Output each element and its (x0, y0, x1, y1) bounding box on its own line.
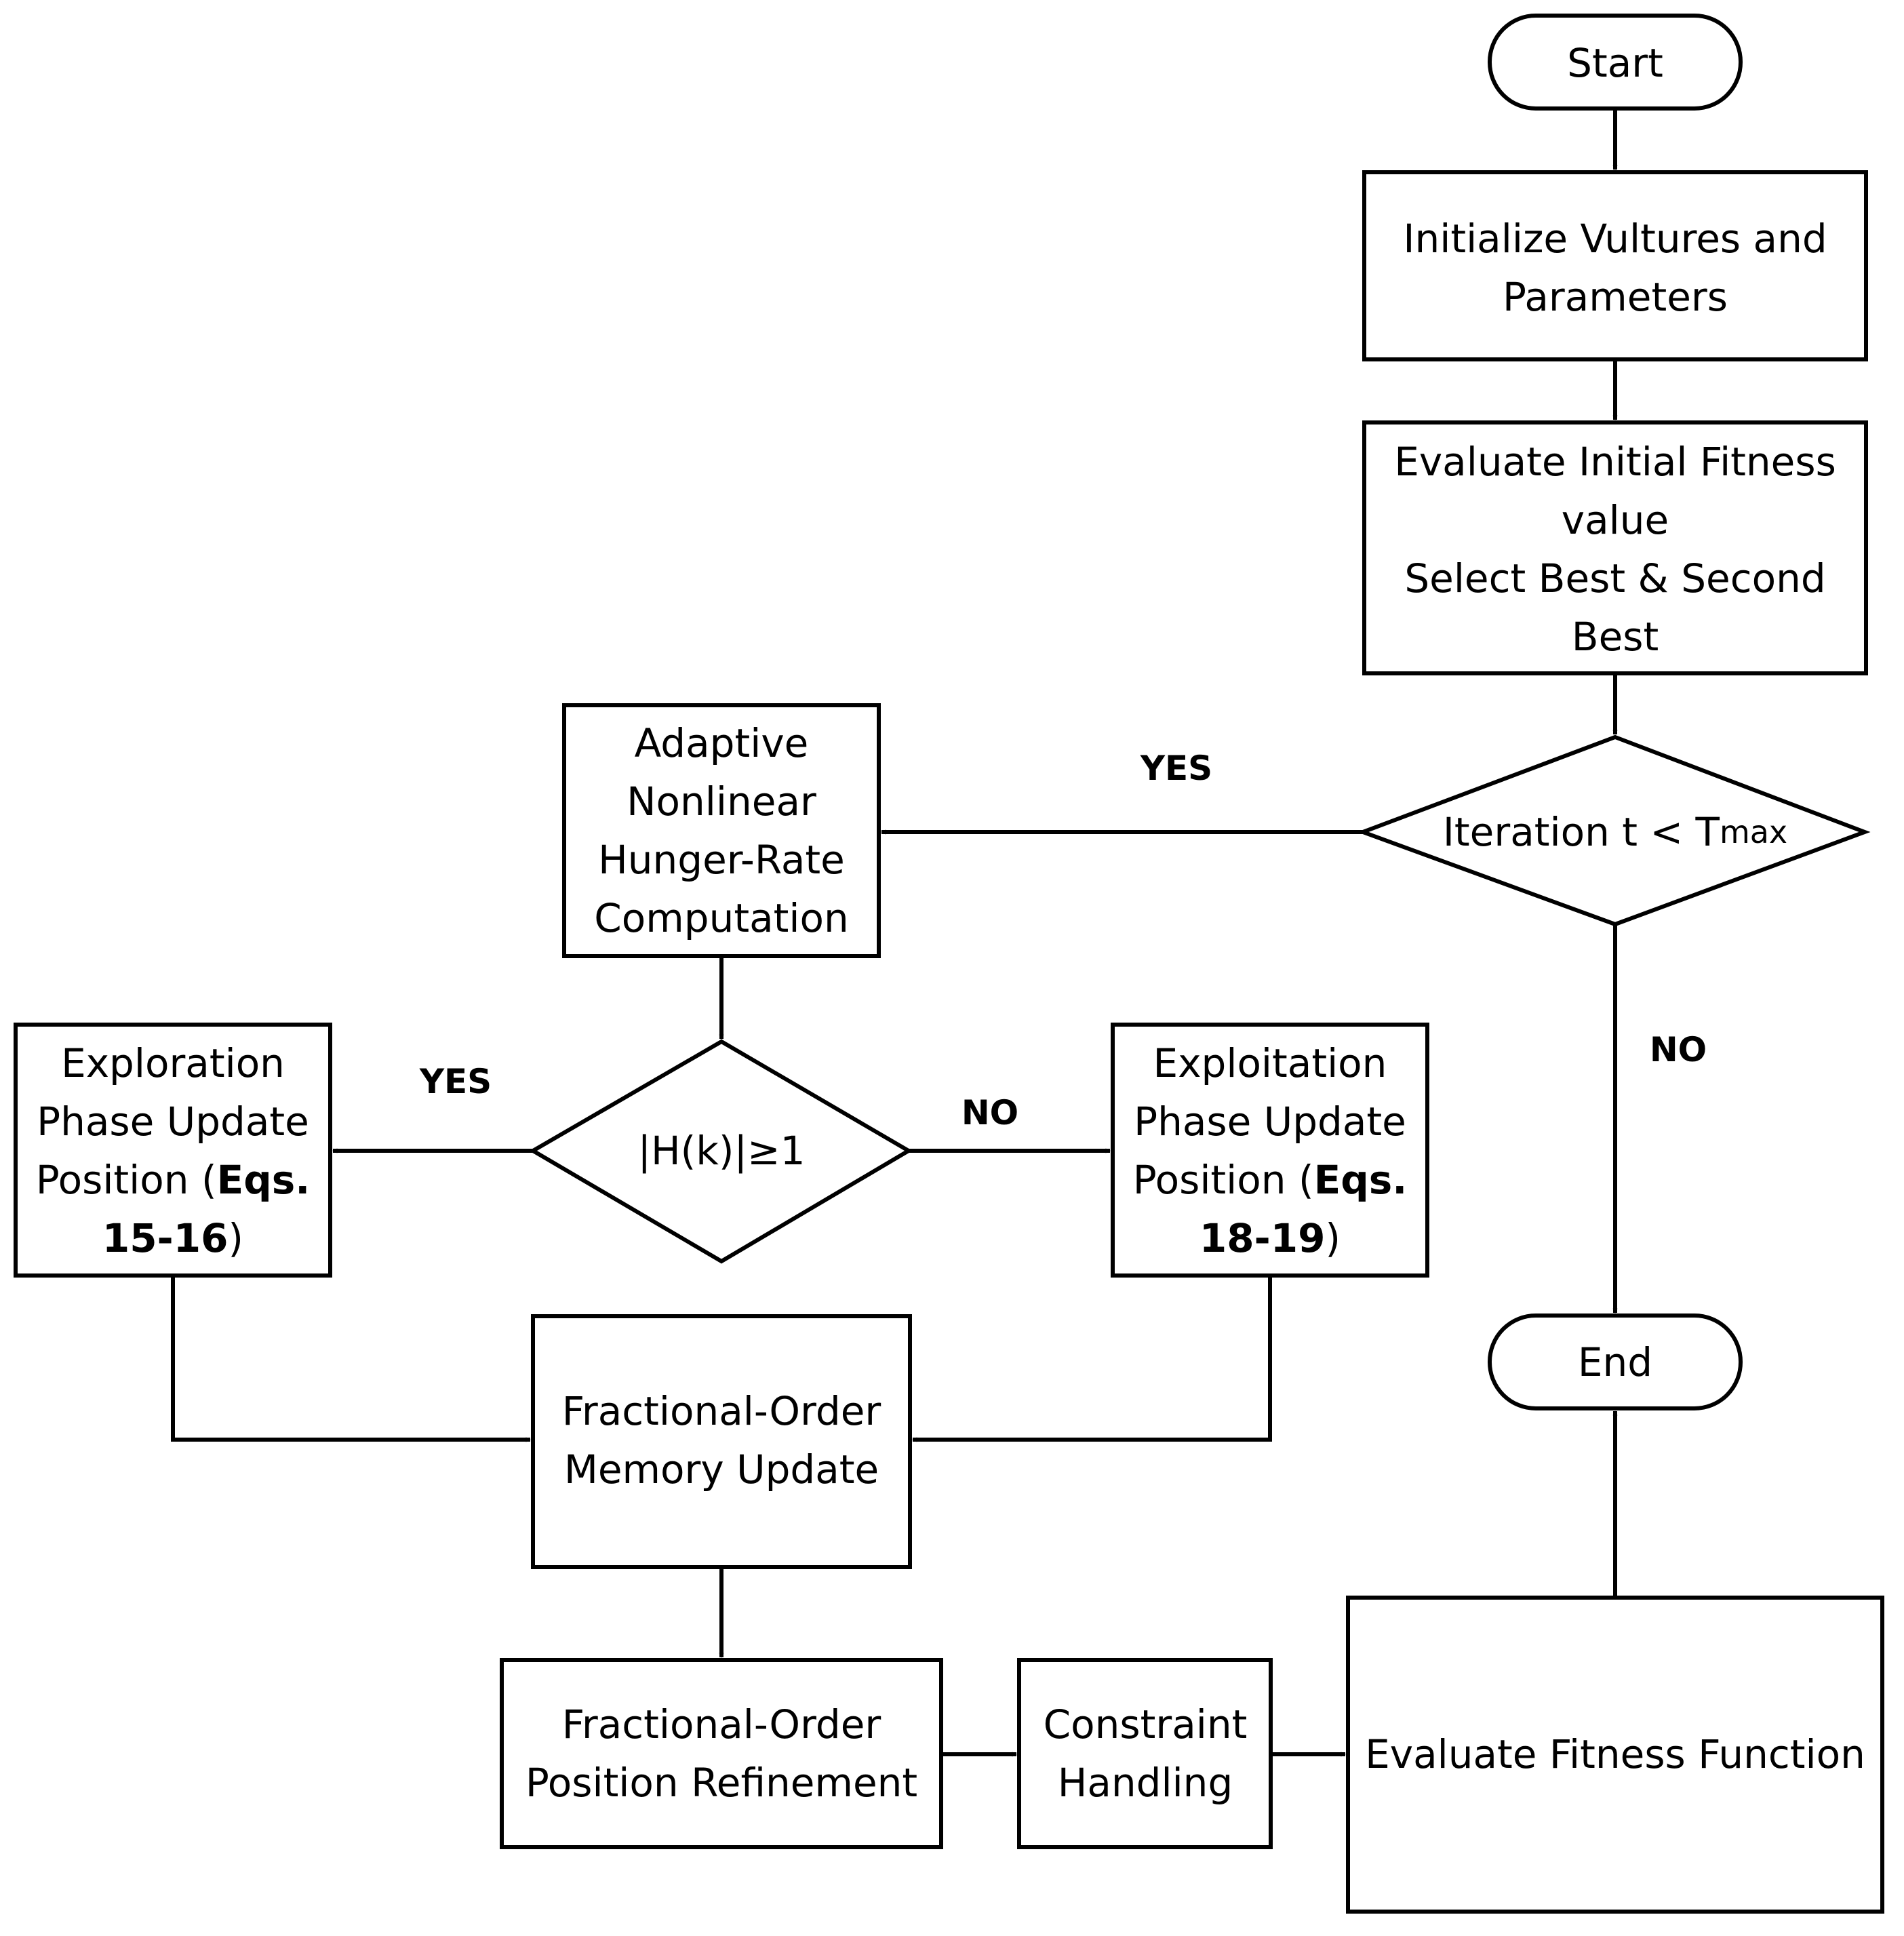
exploration-line2: Phase Update (37, 1099, 309, 1145)
h-decision-label: |H(k)|≥1 (637, 1128, 805, 1174)
evaluate-fitness-label: Evaluate Fitness Function (1365, 1731, 1865, 1777)
exploitation-line3: Position (Eqs. (1133, 1157, 1408, 1203)
initialize-label-line2: Parameters (1503, 274, 1728, 320)
initialize-label-line1: Initialize Vultures and (1403, 216, 1827, 262)
exploration-line3: Position (Eqs. (36, 1157, 311, 1203)
constraint-handling-box: Constraint Handling (1017, 1658, 1273, 1849)
start-label: Start (1567, 40, 1663, 86)
arrow-exploitation-to-memory (912, 1276, 1272, 1442)
hunger-rate-line3: Hunger-Rate (598, 837, 845, 883)
arrow-exploration-to-memory (171, 1276, 531, 1442)
iteration-yes-label: YES (1140, 749, 1212, 788)
evaluate-fitness-box: Evaluate Fitness Function (1346, 1596, 1884, 1914)
exploitation-box: Exploitation Phase Update Position (Eqs.… (1111, 1023, 1429, 1278)
exploitation-line1: Exploitation (1153, 1040, 1387, 1086)
exploration-line1: Exploration (61, 1040, 285, 1086)
h-yes-label: YES (419, 1062, 492, 1101)
position-refinement-box: Fractional-Order Position Refinement (500, 1658, 943, 1849)
hunger-rate-box: Adaptive Nonlinear Hunger-Rate Computati… (562, 703, 881, 958)
hunger-rate-line2: Nonlinear (627, 778, 816, 825)
start-terminal: Start (1488, 14, 1743, 111)
end-terminal: End (1488, 1313, 1743, 1410)
end-label: End (1578, 1339, 1652, 1385)
iteration-decision: Iteration t < Tmax (1357, 734, 1871, 927)
evaluate-initial-line2: value (1562, 497, 1669, 543)
memory-update-line1: Fractional-Order (562, 1388, 881, 1434)
exploitation-line4: 18-19) (1199, 1215, 1341, 1261)
evaluate-initial-line3: Select Best & Second (1404, 555, 1825, 601)
exploration-box: Exploration Phase Update Position (Eqs. … (14, 1023, 332, 1278)
h-decision: |H(k)|≥1 (529, 1039, 913, 1264)
memory-update-line2: Memory Update (564, 1446, 879, 1493)
position-refinement-line1: Fractional-Order (562, 1701, 881, 1747)
exploration-line4: 15-16) (102, 1215, 243, 1261)
iteration-no-label: NO (1650, 1030, 1707, 1069)
evaluate-initial-box: Evaluate Initial Fitness value Select Be… (1362, 420, 1868, 675)
hunger-rate-line4: Computation (594, 895, 848, 941)
memory-update-box: Fractional-Order Memory Update (531, 1314, 912, 1569)
h-no-label: NO (961, 1093, 1018, 1132)
iteration-label: Iteration t < Tmax (1443, 809, 1787, 855)
constraint-handling-line2: Handling (1058, 1760, 1233, 1806)
initialize-box: Initialize Vultures and Parameters (1362, 170, 1868, 361)
hunger-rate-line1: Adaptive (635, 720, 809, 766)
exploitation-line2: Phase Update (1134, 1099, 1406, 1145)
evaluate-initial-line1: Evaluate Initial Fitness (1394, 439, 1836, 485)
evaluate-initial-line4: Best (1572, 614, 1659, 660)
position-refinement-line2: Position Refinement (525, 1760, 917, 1806)
constraint-handling-line1: Constraint (1044, 1701, 1248, 1747)
